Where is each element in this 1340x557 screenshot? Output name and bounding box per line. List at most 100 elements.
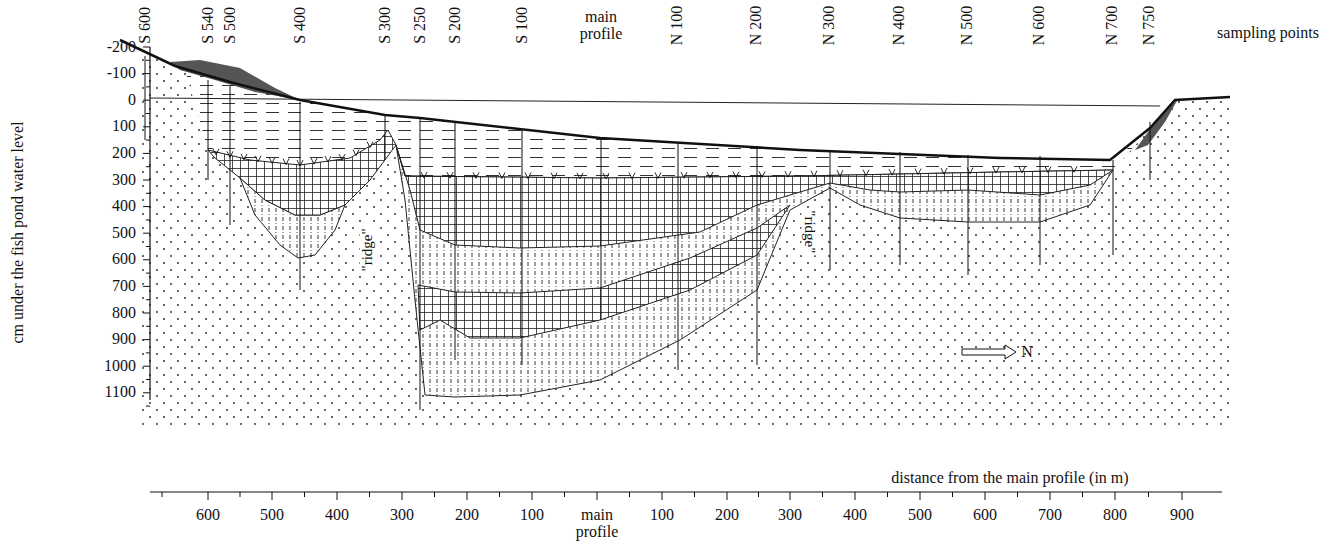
tick-mark [146, 326, 150, 327]
axis-tick-label: 600 [196, 507, 220, 524]
sampling-point-label: N 100 [670, 5, 687, 45]
axis-tick-label: -100 [107, 65, 136, 82]
axis-title: distance from the main profile (in m) [891, 470, 1128, 487]
tick-mark [758, 492, 759, 497]
tick-mark [434, 492, 435, 497]
surface-mark [367, 142, 373, 148]
axis-tick-label: 1000 [104, 358, 136, 375]
tick-mark [146, 86, 150, 87]
sampling-point-label: N 200 [749, 5, 766, 45]
surface-mark [655, 172, 661, 178]
sampling-point-label: S 300 [377, 7, 394, 44]
surface-mark [447, 172, 453, 178]
surface-mark [241, 154, 247, 160]
tick-mark [143, 286, 150, 287]
axis-tick-label: 500 [908, 507, 932, 524]
axis-tick-label: 1100 [105, 384, 136, 401]
tick-mark [985, 492, 986, 500]
surface-mark [311, 158, 317, 164]
tick-mark [1115, 492, 1116, 500]
axis-tick-label: 500 [112, 225, 136, 242]
tick-mark [146, 299, 150, 300]
surface-mark [297, 160, 303, 166]
axis-tick-label: 200 [455, 507, 479, 524]
surface-mark [603, 173, 609, 179]
surface-mark [629, 173, 635, 179]
tick-mark [887, 492, 888, 497]
axis-tick-label: 800 [112, 305, 136, 322]
sampling-point-label: N 300 [822, 5, 839, 45]
tick-mark [629, 492, 630, 497]
axis-tick-label: 900 [112, 331, 136, 348]
axis-tick-label: main profile [569, 507, 625, 541]
surface-mark [707, 172, 713, 178]
feature-label: "ridge" [360, 226, 376, 273]
surface-mark [681, 172, 687, 178]
surface-mark [915, 169, 921, 175]
tick-mark [143, 206, 150, 207]
sampling-line [300, 102, 301, 290]
sampling-line [455, 123, 456, 360]
sampling-point-label: N 500 [960, 5, 977, 45]
surface-mark [339, 154, 345, 160]
surface-mark [227, 151, 233, 157]
y-axis-ticks [143, 47, 150, 406]
surface-mark [473, 172, 479, 178]
axis-tick-label: 800 [1103, 507, 1127, 524]
tick-mark [146, 60, 150, 61]
axis-tick-label: 400 [325, 507, 349, 524]
tick-mark [1182, 492, 1183, 500]
surface-mark [863, 170, 869, 176]
surface-mark [525, 173, 531, 179]
surface-mark [811, 171, 817, 177]
tick-mark [499, 492, 500, 497]
surface-mark [759, 171, 765, 177]
surface-mark [837, 170, 843, 176]
tick-mark [143, 233, 150, 234]
sampling-point-label: S 600 [137, 7, 154, 44]
sampling-point-label: S 100 [514, 7, 531, 44]
tick-mark [467, 492, 468, 500]
tick-mark [146, 379, 150, 380]
axis-tick-label: -200 [107, 39, 136, 56]
tick-mark [822, 492, 823, 497]
sampling-line [145, 56, 146, 140]
sampling-line [1150, 122, 1151, 180]
tick-mark [143, 100, 150, 101]
sampling-lines [145, 56, 1150, 410]
tick-mark [597, 492, 598, 500]
sampling-line [420, 119, 421, 410]
axis-tick-label: 100 [650, 507, 674, 524]
sampling-point-label: S 200 [447, 7, 464, 44]
tick-mark [146, 273, 150, 274]
sampling-line [1040, 156, 1041, 265]
tick-mark [272, 492, 273, 500]
surface-mark [353, 150, 359, 156]
tick-mark [143, 339, 150, 340]
sampling-point-label: S 400 [292, 7, 309, 44]
feature-label: "ridge" [802, 208, 818, 255]
surface-mark [785, 171, 791, 177]
surface-mark [577, 173, 583, 179]
sampling-line [230, 86, 231, 225]
tick-mark [564, 492, 565, 497]
tick-mark [1050, 492, 1051, 500]
sampling-point-label: N 600 [1032, 5, 1049, 45]
tick-mark [662, 492, 663, 500]
sampling-point-label: S 540 [200, 7, 217, 44]
sampling-line [678, 142, 679, 370]
sampling-line [601, 138, 602, 320]
tick-mark [146, 166, 150, 167]
tick-mark [208, 492, 209, 500]
surface-mark [889, 169, 895, 175]
tick-mark [146, 406, 150, 407]
tick-mark [146, 140, 150, 141]
tick-mark [694, 492, 695, 497]
tick-mark [952, 492, 953, 497]
axis-tick-label: 700 [1038, 507, 1062, 524]
surface-mark [551, 173, 557, 179]
surface-mark [967, 168, 973, 174]
sampling-point-label: N 400 [892, 5, 909, 45]
